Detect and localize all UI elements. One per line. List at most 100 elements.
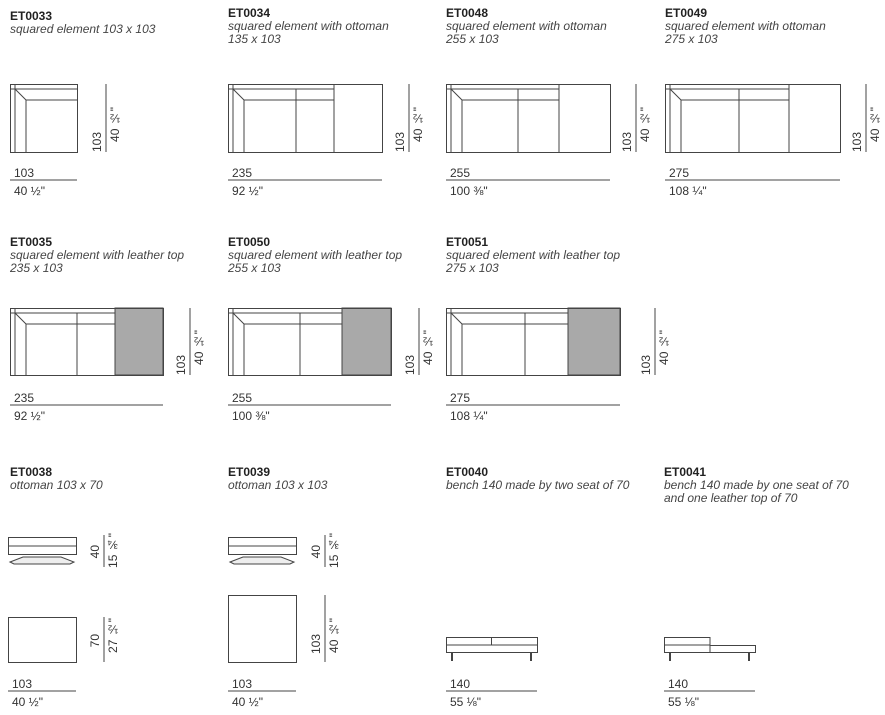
ottoman-base (8, 556, 76, 565)
drawing-et0050 (228, 307, 420, 406)
width-in: 55 ⅛" (450, 695, 481, 709)
drawing-line (450, 88, 463, 101)
depth-cm: 103 (90, 131, 104, 152)
width-in: 40 ½" (232, 695, 263, 709)
depth-in: 40 ½" (657, 330, 671, 365)
item-description: 235 x 103 (10, 261, 63, 275)
item-code: ET0038 (10, 465, 53, 479)
drawing-line (232, 312, 245, 325)
depth-cm: 103 (174, 354, 188, 375)
height-in: 15 ¾" (327, 533, 341, 568)
width-cm: 140 (668, 677, 689, 691)
item-description: 135 x 103 (228, 32, 281, 46)
item-code: ET0041 (664, 465, 707, 479)
ottoman-side (228, 537, 297, 555)
depth-in: 40 ½" (327, 618, 341, 653)
drawing-et0038 (8, 535, 105, 692)
item-description: squared element with leather top (10, 248, 185, 262)
leather-top (114, 307, 164, 376)
depth-in: 40 ½" (411, 107, 425, 142)
width-in: 108 ¼" (450, 409, 488, 423)
height-in: 15 ¾" (106, 533, 120, 568)
item-description: squared element with ottoman (665, 19, 826, 33)
drawing-line (14, 312, 27, 325)
item-code: ET0033 (10, 9, 53, 23)
depth-in: 27 ½" (106, 618, 120, 653)
width-in: 92 ½" (232, 184, 263, 198)
item-description: 255 x 103 (446, 32, 499, 46)
item-description: bench 140 made by two seat of 70 (446, 478, 630, 492)
depth-cm: 103 (393, 131, 407, 152)
width-in: 100 ⅜" (232, 409, 270, 423)
drawing-et0051 (446, 307, 656, 406)
depth-cm: 103 (620, 131, 634, 152)
depth-in: 40 ½" (421, 330, 435, 365)
width-cm: 275 (669, 166, 690, 180)
drawing-line (450, 312, 463, 325)
width-cm: 235 (14, 391, 35, 405)
depth-in: 40 ½" (192, 330, 206, 365)
drawing-et0049 (665, 84, 867, 181)
depth-cm: 103 (850, 131, 864, 152)
outline (446, 308, 621, 376)
width-cm: 275 (450, 391, 471, 405)
item-code: ET0051 (446, 235, 489, 249)
height-cm: 40 (88, 545, 102, 559)
item-description: ottoman 103 x 70 (10, 478, 103, 492)
outline (665, 84, 841, 153)
leather-top (567, 307, 621, 376)
ottoman-top (8, 617, 77, 663)
width-cm: 140 (450, 677, 471, 691)
outline (228, 308, 392, 376)
outline (10, 308, 164, 376)
item-code: ET0050 (228, 235, 271, 249)
bench-seats (446, 637, 538, 653)
drawing-et0035 (10, 307, 191, 406)
width-cm: 103 (232, 677, 253, 691)
item-description: squared element 103 x 103 (10, 22, 156, 36)
height-cm: 40 (309, 545, 323, 559)
item-description: and one leather top of 70 (664, 491, 798, 505)
width-in: 108 ¼" (669, 184, 707, 198)
drawing-line (14, 88, 27, 101)
depth-in: 40 ½" (108, 107, 122, 142)
depth-in: 40 ½" (868, 107, 882, 142)
item-description: squared element with ottoman (228, 19, 389, 33)
ottoman-top (228, 595, 297, 663)
width-cm: 103 (14, 166, 35, 180)
item-description: 275 x 103 (665, 32, 718, 46)
outline (228, 84, 383, 153)
drawing-et0039 (228, 535, 326, 692)
outline (446, 84, 611, 153)
width-cm: 255 (450, 166, 471, 180)
item-description: ottoman 103 x 103 (228, 478, 328, 492)
ottoman-base (228, 556, 296, 565)
width-cm: 103 (12, 677, 33, 691)
depth-cm: 70 (88, 634, 102, 648)
outline (10, 84, 78, 153)
ottoman-side (8, 537, 77, 555)
item-description: 275 x 103 (446, 261, 499, 275)
item-description: 255 x 103 (228, 261, 281, 275)
drawing-et0034 (228, 84, 410, 181)
leather-top (341, 307, 392, 376)
bench-seat (664, 637, 711, 653)
item-code: ET0048 (446, 6, 489, 20)
item-code: ET0034 (228, 6, 271, 20)
item-description: squared element with leather top (446, 248, 621, 262)
width-in: 92 ½" (14, 409, 45, 423)
item-code: ET0035 (10, 235, 53, 249)
width-cm: 255 (232, 391, 253, 405)
drawing-line (232, 88, 245, 101)
item-description: squared element with leather top (228, 248, 403, 262)
